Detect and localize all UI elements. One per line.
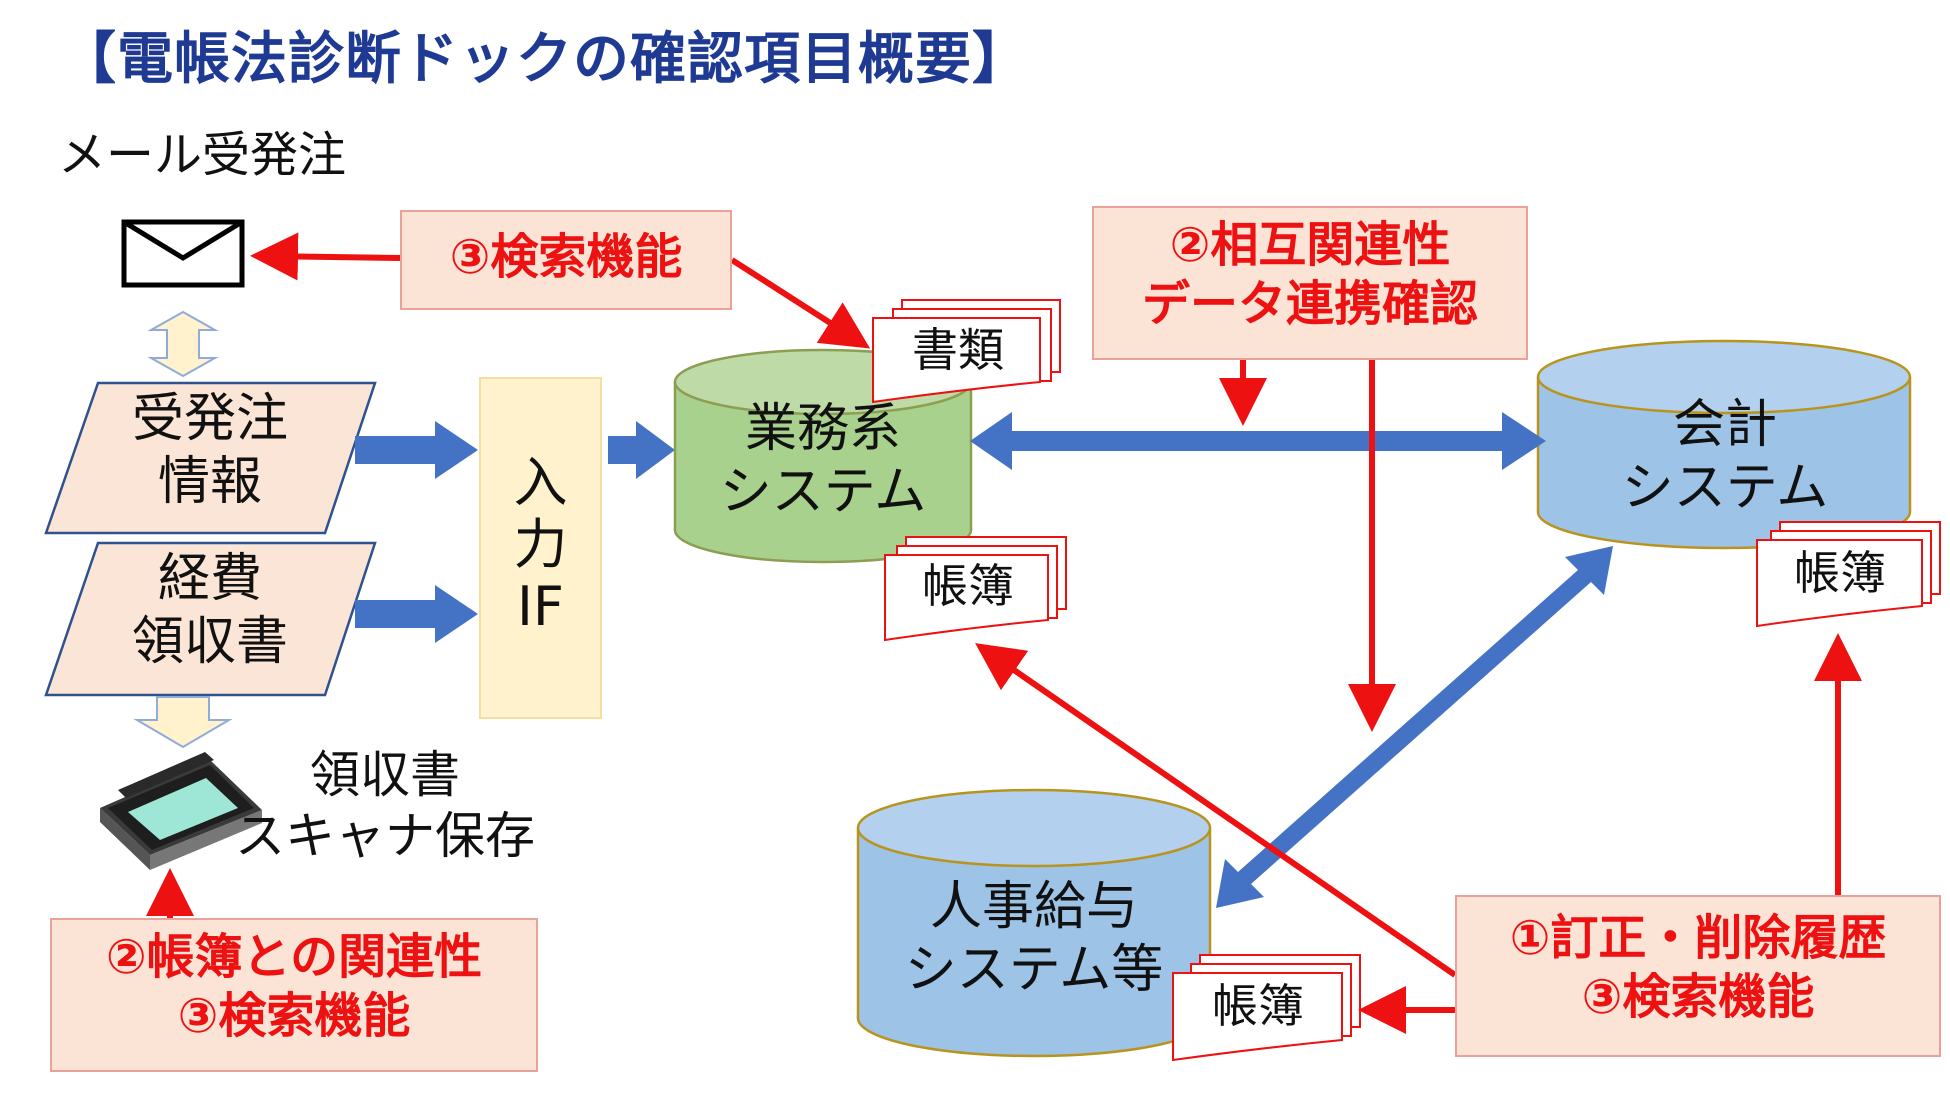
updown-arrow (147, 310, 219, 378)
input-if-line2: 力 (513, 513, 568, 577)
down-arrow (133, 696, 233, 749)
arrow-history-to-business-ledger (975, 643, 1457, 978)
input-if-box (479, 377, 602, 719)
hr-system-db (856, 788, 1212, 1058)
accounting-system-db (1536, 339, 1912, 550)
callout-history: ①訂正・削除履歴 ③検索機能 (1455, 895, 1941, 1057)
input-if-line3: IF (517, 575, 564, 639)
order-info-line2: 情報 (157, 452, 262, 513)
callout-scanner-line2: ③検索機能 (177, 987, 411, 1044)
docs-business-ledger-stack (884, 536, 1067, 642)
expense-receipt-shape (44, 541, 377, 697)
callout-history-text: ①訂正・削除履歴 ③検索機能 (1457, 909, 1939, 1026)
order-info-line1: 受発注 (131, 389, 288, 449)
order-info-label: 受発注 情報 (95, 388, 325, 515)
business-system-label: 業務系 システム (690, 398, 956, 525)
envelope-icon (121, 219, 245, 288)
docs-hr-ledger-label: 帳簿 (1212, 979, 1304, 1033)
arrow-accounting-hr (1216, 546, 1613, 908)
arrow-search-to-mail (250, 232, 401, 281)
expense-receipt-line2: 領収書 (131, 612, 288, 673)
hr-system-label: 人事給与 システム等 (868, 876, 1200, 1003)
docs-shorui-label: 書類 (912, 323, 1004, 377)
scanner-line1: 領収書 (310, 746, 460, 804)
callout-linkage-line2: データ連携確認 (1141, 275, 1478, 332)
arrow-order-to-if (355, 421, 478, 479)
page-title: 【電帳法診断ドックの確認項目概要】 (60, 27, 1029, 92)
docs-accounting-ledger-stack (1756, 521, 1941, 628)
accounting-system-label: 会計 システム (1560, 394, 1890, 521)
input-if-line1: 入 (513, 451, 568, 514)
scanner-label: 領収書 スキャナ保存 (210, 745, 560, 867)
callout-scanner: ②帳簿との関連性 ③検索機能 (50, 918, 538, 1072)
docs-accounting-ledger-label: 帳簿 (1794, 546, 1886, 600)
accounting-system-line2: システム (1621, 458, 1829, 519)
callout-linkage: ②相互関連性 データ連携確認 (1092, 206, 1528, 360)
hr-system-line1: 人事給与 (929, 877, 1138, 937)
docs-business-ledger-label: 帳簿 (922, 559, 1014, 613)
business-system-line2: システム (719, 462, 927, 523)
arrow-if-to-business (608, 421, 675, 479)
callout-history-line1: ①訂正・削除履歴 (1509, 910, 1887, 966)
arrow-expense-to-if (355, 585, 478, 643)
callout-scanner-line1: ②帳簿との関連性 (105, 929, 483, 985)
callout-linkage-text: ②相互関連性 データ連携確認 (1094, 216, 1526, 333)
docs-hr-ledger-stack (1172, 954, 1361, 1062)
docs-shorui-stack (872, 299, 1061, 404)
business-system-line1: 業務系 (744, 399, 901, 459)
arrow-search-to-shorui (730, 257, 871, 349)
expense-receipt-line1: 経費 (157, 549, 262, 609)
callout-search-top: ③検索機能 (400, 210, 732, 310)
scanner-line2: スキャナ保存 (235, 807, 535, 865)
callout-search-top-text: ③検索機能 (449, 229, 683, 285)
expense-receipt-label: 経費 領収書 (95, 548, 325, 675)
accounting-system-line1: 会計 (1672, 395, 1777, 455)
order-info-shape (44, 381, 377, 535)
callout-history-line2: ③検索機能 (1581, 968, 1815, 1025)
callout-linkage-line1: ②相互関連性 (1169, 217, 1451, 273)
mail-order-label: メール受発注 (58, 127, 347, 183)
hr-system-line2: システム等 (904, 940, 1164, 1001)
input-if-label: 入 力 IF (480, 451, 601, 639)
scanner-icon (100, 752, 262, 870)
red-arrows (146, 232, 1862, 1034)
arrow-business-accounting (970, 412, 1546, 470)
callout-scanner-text: ②帳簿との関連性 ③検索機能 (52, 928, 536, 1045)
